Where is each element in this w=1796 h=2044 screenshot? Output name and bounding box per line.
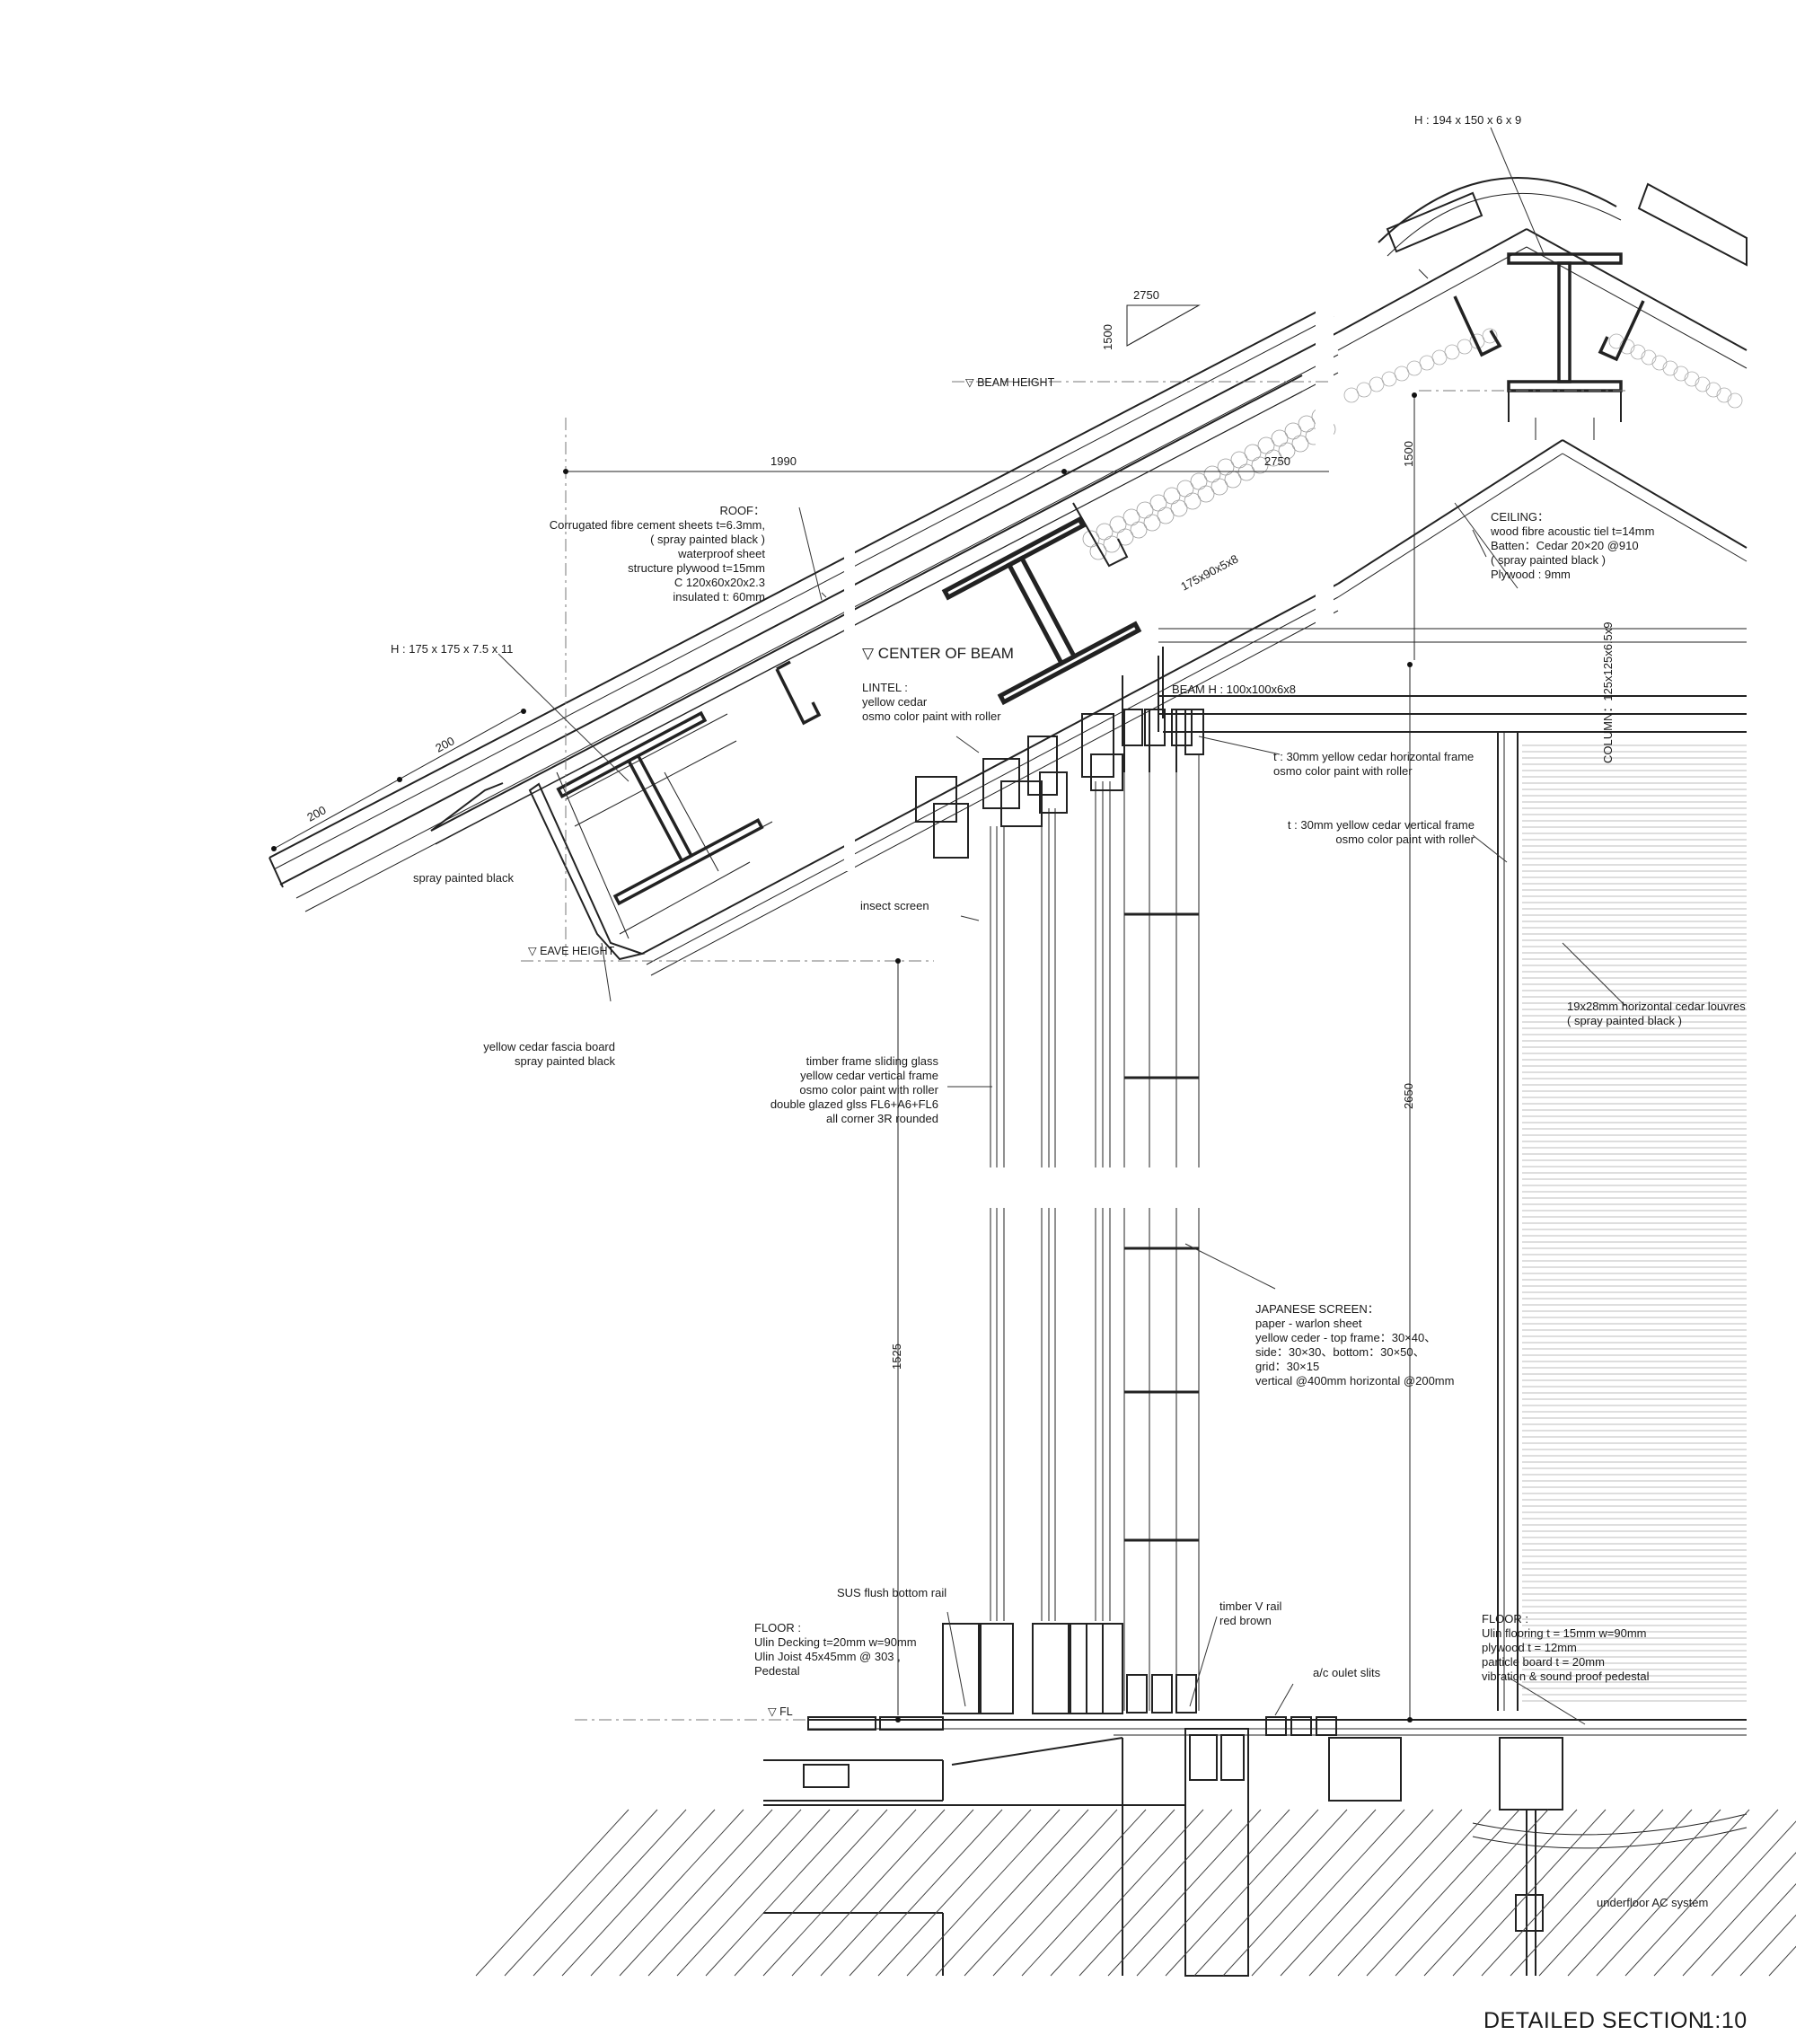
note-ac-slits: a/c oulet slits <box>1313 1666 1381 1679</box>
note-eave-beam: H : 175 x 175 x 7.5 x 11 <box>391 642 513 656</box>
dimension-lines <box>271 304 1626 1725</box>
level-beam-height: ▽ BEAM HEIGHT <box>965 376 1055 389</box>
svg-text:Ulin flooring t = 15mm w=90mm: Ulin flooring t = 15mm w=90mm <box>1482 1626 1647 1640</box>
svg-text:waterproof sheet: waterproof sheet <box>677 547 765 560</box>
note-japanese-screen: JAPANESE SCREEN： paper - warlon sheet ye… <box>1255 1302 1454 1388</box>
svg-text:double glazed glss FL6+A6+FL6: double glazed glss FL6+A6+FL6 <box>770 1097 938 1111</box>
level-fl: ▽ FL <box>768 1705 793 1718</box>
svg-text:Corrugated fibre cement sheets: Corrugated fibre cement sheets t=6.3mm, <box>550 518 765 532</box>
level-eave-height: ▽ EAVE HEIGHT <box>528 945 615 957</box>
note-horizontal-frame: t : 30mm yellow cedar horizontal frame o… <box>1273 750 1474 778</box>
dim-span: 2750 <box>1264 454 1290 468</box>
note-spray-black: spray painted black <box>413 871 515 885</box>
svg-text:osmo color paint with roller: osmo color paint with roller <box>1273 764 1413 778</box>
svg-text:structure plywood t=15mm: structure plywood t=15mm <box>628 561 765 575</box>
svg-text:vertical @400mm horizontal @20: vertical @400mm horizontal @200mm <box>1255 1374 1454 1388</box>
note-fascia: yellow cedar fascia board spray painted … <box>483 1040 615 1068</box>
svg-text:Pedestal: Pedestal <box>754 1664 800 1678</box>
note-insect-screen: insect screen <box>860 899 929 912</box>
svg-text:plywood t = 12mm: plywood t = 12mm <box>1482 1641 1577 1654</box>
note-floor-left: FLOOR : Ulin Decking t=20mm w=90mm Ulin … <box>754 1621 917 1678</box>
svg-text:yellow cedar vertical frame: yellow cedar vertical frame <box>800 1069 938 1082</box>
note-column: COLUMN：125x125x6.5x9 <box>1601 621 1615 763</box>
svg-text:FLOOR :: FLOOR : <box>1482 1612 1528 1626</box>
annotations: 2750 1500 1990 2750 1500 200 200 2650 15… <box>304 113 1747 2033</box>
note-sliding-glass: timber frame sliding glass yellow cedar … <box>770 1054 939 1125</box>
svg-text:( spray painted black ): ( spray painted black ) <box>1567 1014 1682 1027</box>
svg-text:osmo color paint with roller: osmo color paint with roller <box>1335 833 1475 846</box>
window-frames <box>915 709 1204 1714</box>
svg-text:all corner 3R rounded: all corner 3R rounded <box>826 1112 938 1125</box>
dim-eave-overhang: 1990 <box>770 454 797 468</box>
dim-slope-rise: 1500 <box>1101 324 1114 350</box>
beam-column <box>1158 628 1747 1711</box>
svg-text:Ulin Joist 45x45mm @ 303 ,: Ulin Joist 45x45mm @ 303 , <box>754 1650 901 1663</box>
svg-text:timber frame sliding glass: timber frame sliding glass <box>806 1054 939 1068</box>
roof-slope-left <box>269 304 1339 976</box>
svg-text:Ulin Decking t=20mm w=90mm: Ulin Decking t=20mm w=90mm <box>754 1635 917 1649</box>
svg-text:( spray painted black ): ( spray painted black ) <box>1491 553 1606 567</box>
svg-text:yellow ceder - top frame：30×40: yellow ceder - top frame：30×40、 <box>1255 1331 1436 1344</box>
japanese-screen-grid <box>1124 912 1199 1542</box>
level-center-of-beam: ▽ CENTER OF BEAM <box>862 645 1014 662</box>
c-channel <box>775 660 822 726</box>
note-roof: ROOF： Corrugated fibre cement sheets t=6… <box>550 504 766 604</box>
svg-text:t : 30mm yellow cedar horizont: t : 30mm yellow cedar horizontal frame <box>1273 750 1474 763</box>
cedar-louvres <box>1522 744 1747 1702</box>
note-ceiling: CEILING： wood fibre acoustic tiel t=14mm… <box>1490 510 1654 581</box>
concrete-hatch <box>475 1809 1796 1977</box>
note-louvres: 19x28mm horizontal cedar louvres ( spray… <box>1567 1000 1746 1027</box>
note-underfloor-ac: underfloor AC system <box>1597 1896 1708 1909</box>
svg-text:ROOF：: ROOF： <box>719 504 765 517</box>
center-beam-h <box>941 515 1142 706</box>
svg-text:osmo color paint with roller: osmo color paint with roller <box>799 1083 938 1097</box>
drawing-title: DETAILED SECTION <box>1483 2008 1704 2033</box>
dim-eave-b: 200 <box>433 734 456 754</box>
svg-text:Batten：Cedar 20×20 @910: Batten：Cedar 20×20 @910 <box>1491 539 1639 552</box>
svg-text:JAPANESE SCREEN：: JAPANESE SCREEN： <box>1255 1302 1379 1316</box>
dim-ridge-rise: 1500 <box>1402 441 1415 467</box>
eave-frame <box>528 710 773 961</box>
note-ridge-beam: H : 194 x 150 x 6 x 9 <box>1414 113 1521 127</box>
svg-text:spray painted black: spray painted black <box>515 1054 616 1068</box>
note-timber-rail: timber V rail red brown <box>1219 1599 1281 1627</box>
dim-slope-run: 2750 <box>1133 288 1159 302</box>
note-sus-rail: SUS flush bottom rail <box>837 1586 946 1599</box>
svg-text:yellow cedar fascia board: yellow cedar fascia board <box>483 1040 615 1053</box>
svg-text:( spray painted black ): ( spray painted black ) <box>650 533 765 546</box>
svg-text:yellow cedar: yellow cedar <box>862 695 928 709</box>
svg-text:CEILING：: CEILING： <box>1491 510 1549 524</box>
svg-text:insulated t: 60mm: insulated t: 60mm <box>673 590 765 604</box>
svg-text:C 120x60x20x2.3: C 120x60x20x2.3 <box>674 576 765 589</box>
svg-text:grid：30×15: grid：30×15 <box>1255 1360 1319 1373</box>
svg-text:particle board t = 20mm: particle board t = 20mm <box>1482 1655 1605 1669</box>
svg-text:osmo color paint with roller: osmo color paint with roller <box>862 709 1001 723</box>
svg-text:19x28mm horizontal cedar louvr: 19x28mm horizontal cedar louvres <box>1567 1000 1746 1013</box>
svg-text:vibration & sound proof pedest: vibration & sound proof pedestal <box>1482 1670 1650 1683</box>
svg-text:red brown: red brown <box>1219 1614 1272 1627</box>
svg-text:side：30×30、bottom：30×50、: side：30×30、bottom：30×50、 <box>1255 1345 1425 1359</box>
drawing-scale: 1:10 <box>1702 2008 1748 2033</box>
dim-rafter-section: 175x90x5x8 <box>1178 551 1240 593</box>
note-vertical-frame: t : 30mm yellow cedar vertical frame osm… <box>1288 818 1475 846</box>
svg-text:FLOOR :: FLOOR : <box>754 1621 801 1634</box>
note-floor-right: FLOOR : Ulin flooring t = 15mm w=90mm pl… <box>1482 1612 1650 1683</box>
note-lintel: LINTEL : yellow cedar osmo color paint w… <box>862 681 1001 723</box>
svg-text:paper - warlon sheet: paper - warlon sheet <box>1255 1317 1362 1330</box>
svg-text:wood fibre acoustic tiel t=14m: wood fibre acoustic tiel t=14mm <box>1490 524 1654 538</box>
dim-wall-height: 2650 <box>1402 1083 1415 1109</box>
svg-text:Plywood : 9mm: Plywood : 9mm <box>1491 568 1571 581</box>
note-beam: BEAM H : 100x100x6x8 <box>1172 683 1296 696</box>
svg-text:LINTEL :: LINTEL : <box>862 681 908 694</box>
dim-sill-height: 1525 <box>890 1344 903 1370</box>
svg-text:t : 30mm yellow cedar vertical: t : 30mm yellow cedar vertical frame <box>1288 818 1475 832</box>
svg-text:timber V rail: timber V rail <box>1219 1599 1281 1613</box>
floor-foundation <box>475 1716 1796 1977</box>
